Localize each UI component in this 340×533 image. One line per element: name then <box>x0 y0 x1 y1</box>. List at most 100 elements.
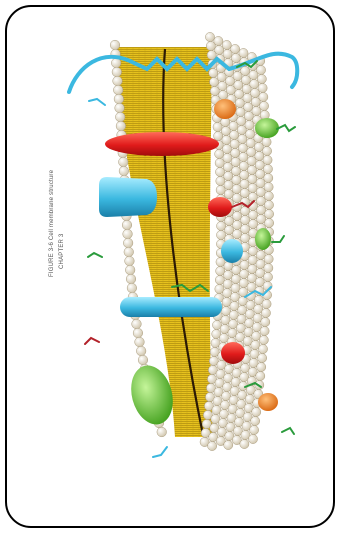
lipid-head <box>112 67 122 77</box>
image-frame: FIGURE 3-6 Cell membrane structure CHAPT… <box>5 5 335 528</box>
lipid-head <box>264 200 273 209</box>
cyan-transmembrane-protein <box>120 297 222 317</box>
lipid-head <box>132 319 142 329</box>
lipid-head <box>262 146 271 155</box>
lipid-head <box>257 214 266 223</box>
lipid-head <box>123 229 133 239</box>
lipid-head <box>157 427 167 437</box>
lipid-head <box>240 439 249 448</box>
lipid-head <box>205 32 214 41</box>
lipid-head <box>256 196 265 205</box>
lipid-head <box>231 44 240 53</box>
lipid-head <box>119 157 129 167</box>
lipid-head <box>261 317 270 326</box>
lipid-head <box>135 337 145 347</box>
lipid-head <box>248 210 257 219</box>
lipid-head <box>115 103 125 113</box>
lipid-head <box>262 299 271 308</box>
lipid-head <box>264 191 273 200</box>
lipid-head <box>240 170 249 179</box>
lipid-head <box>224 171 233 180</box>
lipid-head <box>240 188 249 197</box>
cyan-channel-protein <box>99 177 157 217</box>
lipid-head <box>138 355 148 365</box>
lipid-head <box>123 238 133 248</box>
lipid-head <box>265 218 274 227</box>
lipid-head <box>258 353 267 362</box>
caption-line-1: FIGURE 3-6 Cell membrane structure <box>49 170 55 277</box>
lipid-head <box>247 165 256 174</box>
lipid-head <box>251 416 260 425</box>
lipid-head <box>256 178 265 187</box>
lipid-head <box>113 85 123 95</box>
lipid-head <box>260 326 269 335</box>
caption-line-2: CHAPTER 3 <box>59 234 65 269</box>
lipid-head <box>119 166 129 176</box>
lipid-head <box>239 152 248 161</box>
lipid-head <box>264 263 273 272</box>
cyan-surface-protein <box>221 239 243 263</box>
lipid-head <box>215 158 224 167</box>
lipid-head <box>257 74 266 83</box>
lipid-head <box>114 94 124 104</box>
lipid-head <box>223 153 232 162</box>
lipid-head <box>252 407 261 416</box>
lipid-head <box>215 167 224 176</box>
lipid-head <box>248 192 257 201</box>
lipid-head <box>258 83 267 92</box>
lipid-head <box>258 344 267 353</box>
lipid-head <box>256 169 265 178</box>
lipid-head <box>263 155 272 164</box>
lipid-head <box>264 254 273 263</box>
lipid-head <box>216 185 225 194</box>
lipid-head <box>256 65 265 74</box>
lipid-head <box>248 174 257 183</box>
lipid-head <box>264 182 273 191</box>
lipid-head <box>256 205 265 214</box>
lipid-head <box>126 274 136 284</box>
lipid-head <box>125 256 135 266</box>
lipid-head <box>261 308 270 317</box>
lipid-head <box>136 346 146 356</box>
lipid-head <box>224 440 233 449</box>
lipid-head <box>124 247 134 257</box>
lipid-head <box>216 176 225 185</box>
lipid-head <box>222 40 231 49</box>
lipid-head <box>264 173 273 182</box>
lipid-head <box>232 175 241 184</box>
lipid-head <box>133 328 143 338</box>
lipid-head <box>247 156 256 165</box>
lipid-head <box>259 101 268 110</box>
lipid-head <box>127 283 137 293</box>
lipid-head <box>262 137 271 146</box>
lipid-head <box>214 36 223 45</box>
lipid-head <box>240 179 249 188</box>
lipid-head <box>239 161 248 170</box>
lipid-head <box>224 180 233 189</box>
lipid-head <box>264 209 273 218</box>
lipid-head <box>110 40 120 50</box>
lipid-head <box>249 425 258 434</box>
lipid-head <box>256 187 265 196</box>
membrane-illustration <box>7 7 335 528</box>
lipid-head <box>232 193 241 202</box>
lipid-head <box>257 362 266 371</box>
lipid-head <box>113 76 123 86</box>
lipid-head <box>255 160 264 169</box>
lipid-head <box>263 272 272 281</box>
lipid-head <box>248 183 257 192</box>
lipid-head <box>224 189 233 198</box>
lipid-head <box>248 434 257 443</box>
lipid-head <box>259 92 268 101</box>
lipid-head <box>223 162 232 171</box>
lipid-head <box>263 164 272 173</box>
lipid-head <box>125 265 135 275</box>
lipid-head <box>259 335 268 344</box>
lipid-head <box>256 371 265 380</box>
lipid-head <box>231 166 240 175</box>
lipid-head <box>231 157 240 166</box>
lipid-head <box>255 151 264 160</box>
red-transmembrane-protein <box>105 132 219 156</box>
lipid-head <box>208 441 217 450</box>
lipid-head <box>111 58 121 68</box>
